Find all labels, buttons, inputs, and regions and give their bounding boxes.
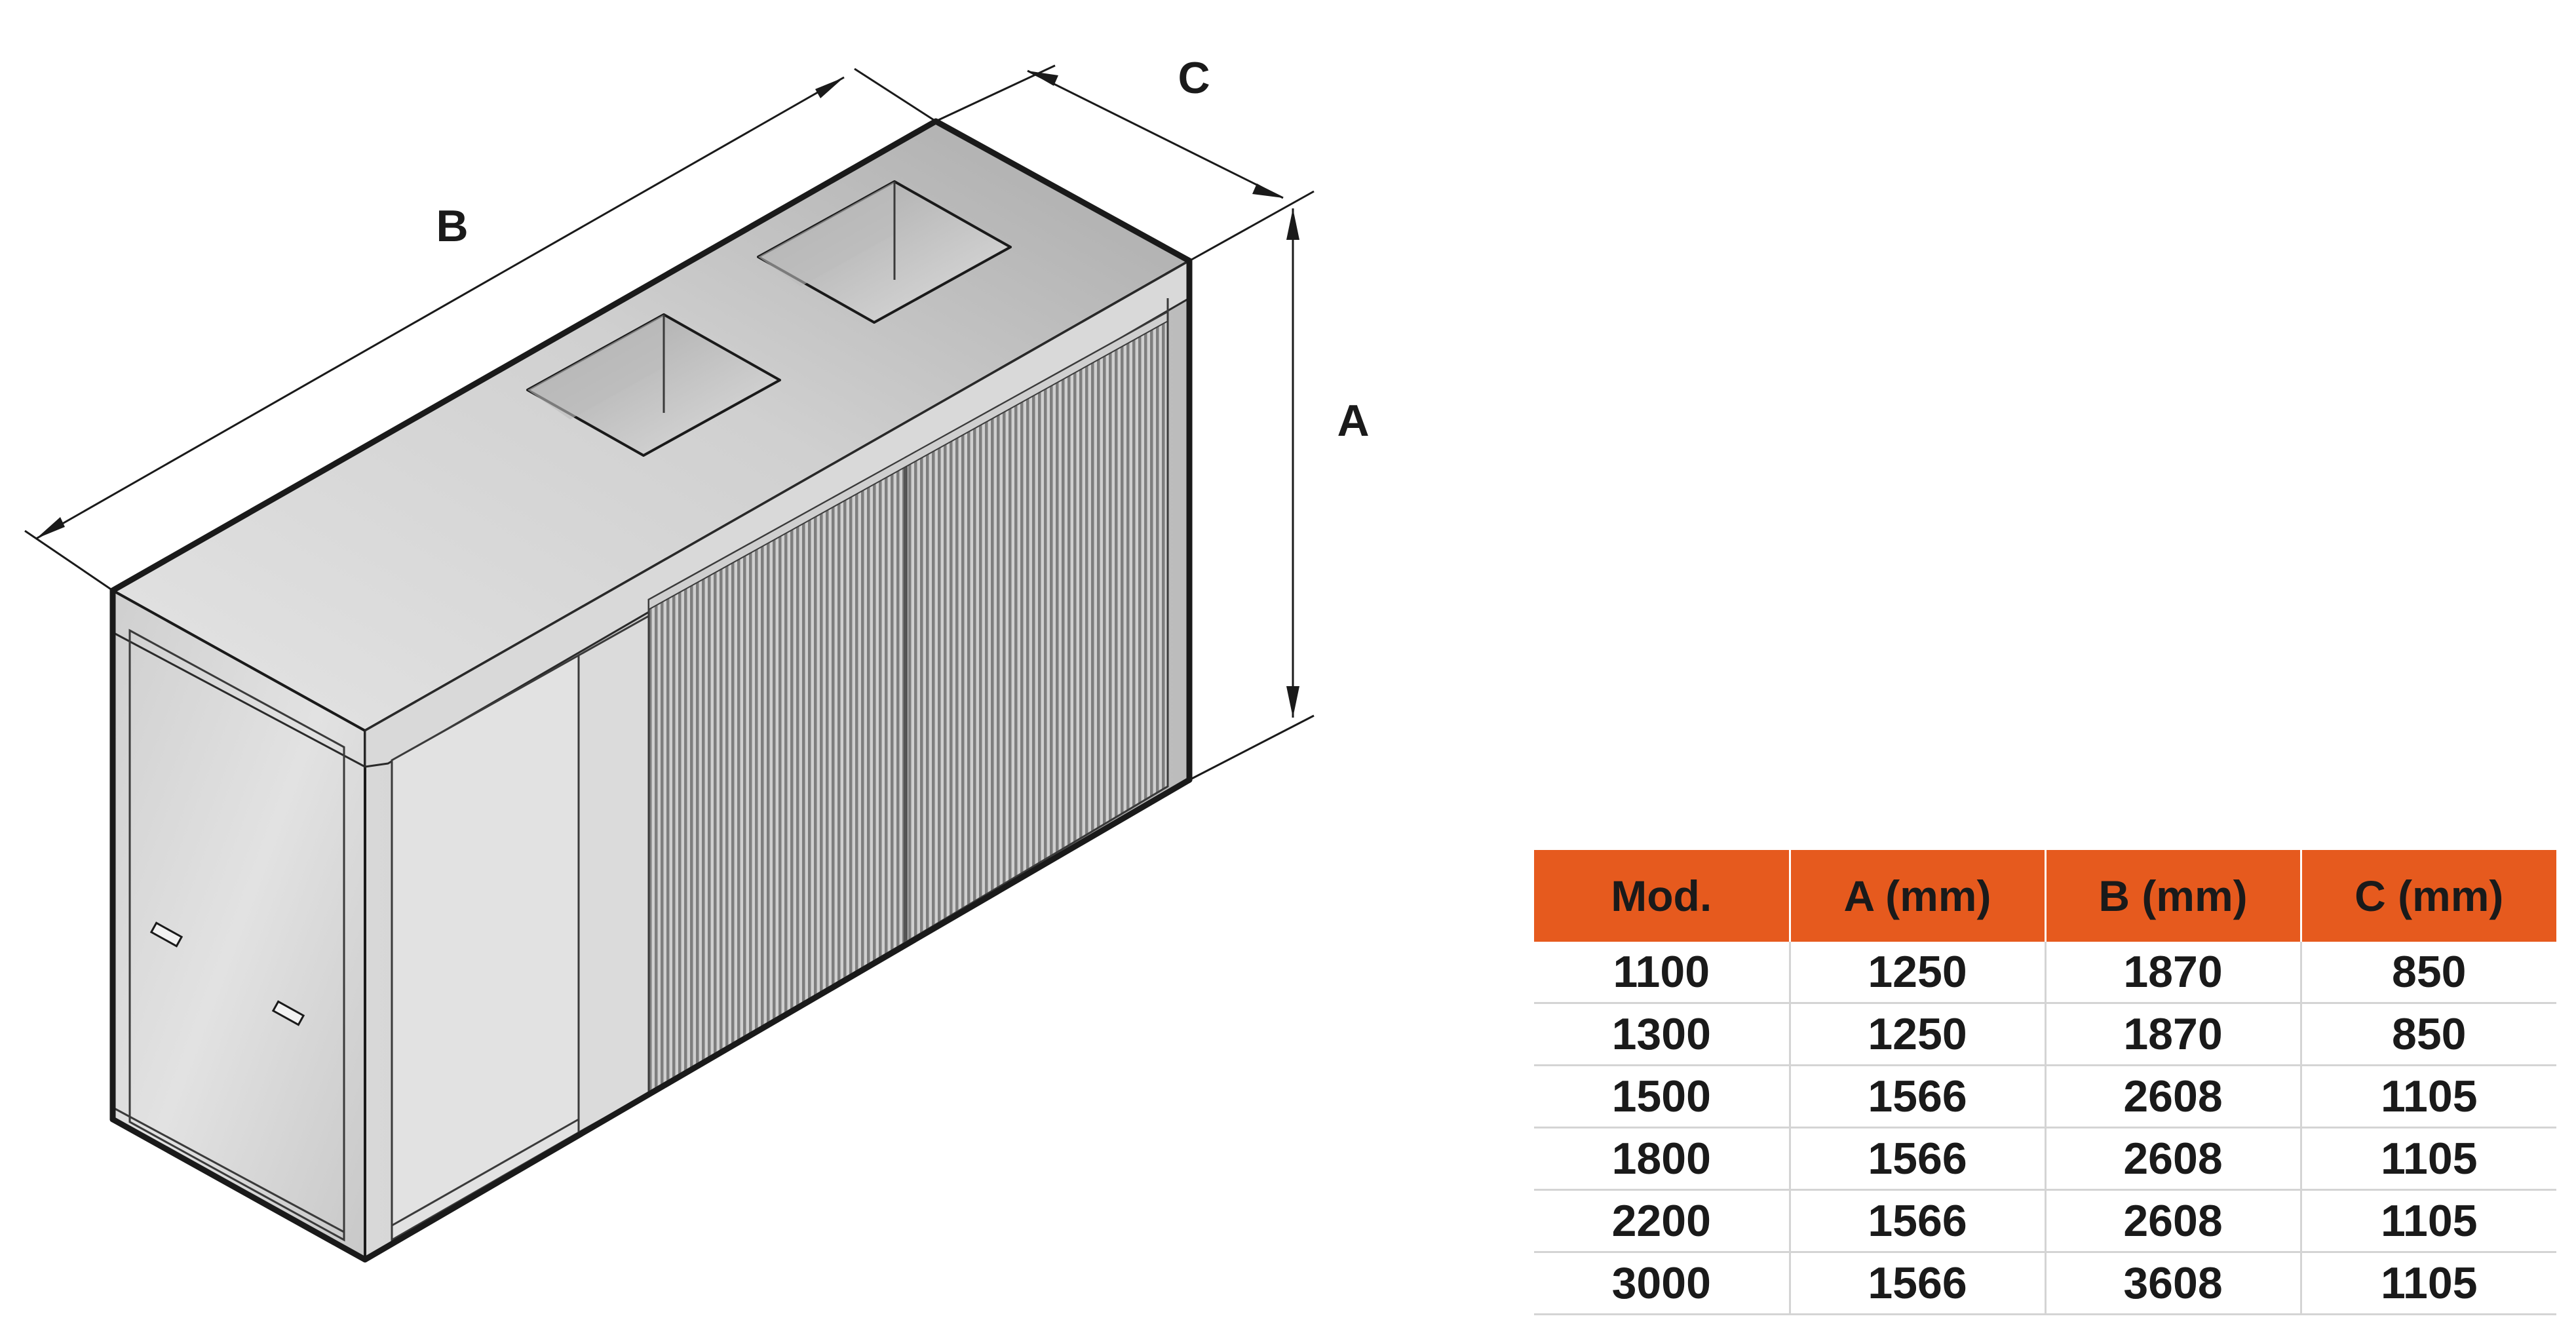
dimension-label-c: C	[1178, 53, 1210, 103]
cell-model: 3000	[1534, 1252, 1790, 1315]
table-row: 3000 1566 3608 1105	[1534, 1252, 2556, 1315]
left-lip-line	[112, 631, 366, 768]
header-c: C (mm)	[2299, 850, 2556, 942]
front-door-base	[391, 1118, 579, 1227]
unit-isometric-drawing: B C A	[24, 53, 1370, 1263]
left-base-line	[112, 1106, 345, 1233]
dimension-c	[1027, 69, 1284, 199]
cell-model: 1500	[1534, 1065, 1790, 1128]
cell-a: 1250	[1788, 1003, 2045, 1066]
cell-b: 2608	[2044, 1065, 2301, 1128]
unit-outline	[109, 118, 1193, 1263]
cell-c: 1105	[2299, 1252, 2556, 1315]
cell-a: 1566	[1788, 1065, 2045, 1128]
cell-b: 1870	[2044, 942, 2301, 1004]
left-end-door	[128, 628, 345, 1242]
fan-opening-left	[526, 313, 781, 457]
cell-c: 850	[2299, 942, 2556, 1004]
dimensions-table: Mod. A (mm) B (mm) C (mm) 1100 1250 1870…	[1534, 850, 2556, 1315]
handle-upper	[149, 921, 183, 948]
header-b: B (mm)	[2044, 850, 2301, 942]
cell-b: 2608	[2044, 1189, 2301, 1253]
table-row: 1300 1250 1870 850	[1534, 1003, 2556, 1066]
cell-a: 1566	[1788, 1127, 2045, 1191]
handle-lower	[271, 1000, 305, 1026]
table-row: 1800 1566 2608 1105	[1534, 1127, 2556, 1191]
cell-a: 1566	[1788, 1252, 2045, 1315]
extension-lines	[24, 64, 1315, 781]
cell-c: 1105	[2299, 1065, 2556, 1128]
cell-c: 850	[2299, 1003, 2556, 1066]
cell-b: 1870	[2044, 1003, 2301, 1066]
cell-model: 2200	[1534, 1189, 1790, 1253]
cell-b: 3608	[2044, 1252, 2301, 1315]
dimension-a	[1286, 208, 1299, 718]
cell-model: 1800	[1534, 1127, 1790, 1191]
cell-a: 1250	[1788, 942, 2045, 1004]
front-pillar	[577, 614, 650, 1134]
header-a: A (mm)	[1788, 850, 2045, 942]
table-row: 1100 1250 1870 850	[1534, 942, 2556, 1004]
dimension-label-b: B	[436, 201, 468, 251]
table-row: 1500 1566 2608 1105	[1534, 1065, 2556, 1128]
fan-opening-right	[757, 180, 1012, 324]
dimension-label-a: A	[1337, 396, 1369, 446]
cell-a: 1566	[1788, 1189, 2045, 1253]
cell-c: 1105	[2299, 1189, 2556, 1253]
cell-c: 1105	[2299, 1127, 2556, 1191]
header-model: Mod.	[1534, 850, 1790, 942]
dimension-b	[35, 76, 845, 540]
cell-model: 1300	[1534, 1003, 1790, 1066]
table-row: 2200 1566 2608 1105	[1534, 1189, 2556, 1253]
table-header-row: Mod. A (mm) B (mm) C (mm)	[1534, 850, 2556, 942]
cell-b: 2608	[2044, 1127, 2301, 1191]
cell-model: 1100	[1534, 942, 1790, 1004]
